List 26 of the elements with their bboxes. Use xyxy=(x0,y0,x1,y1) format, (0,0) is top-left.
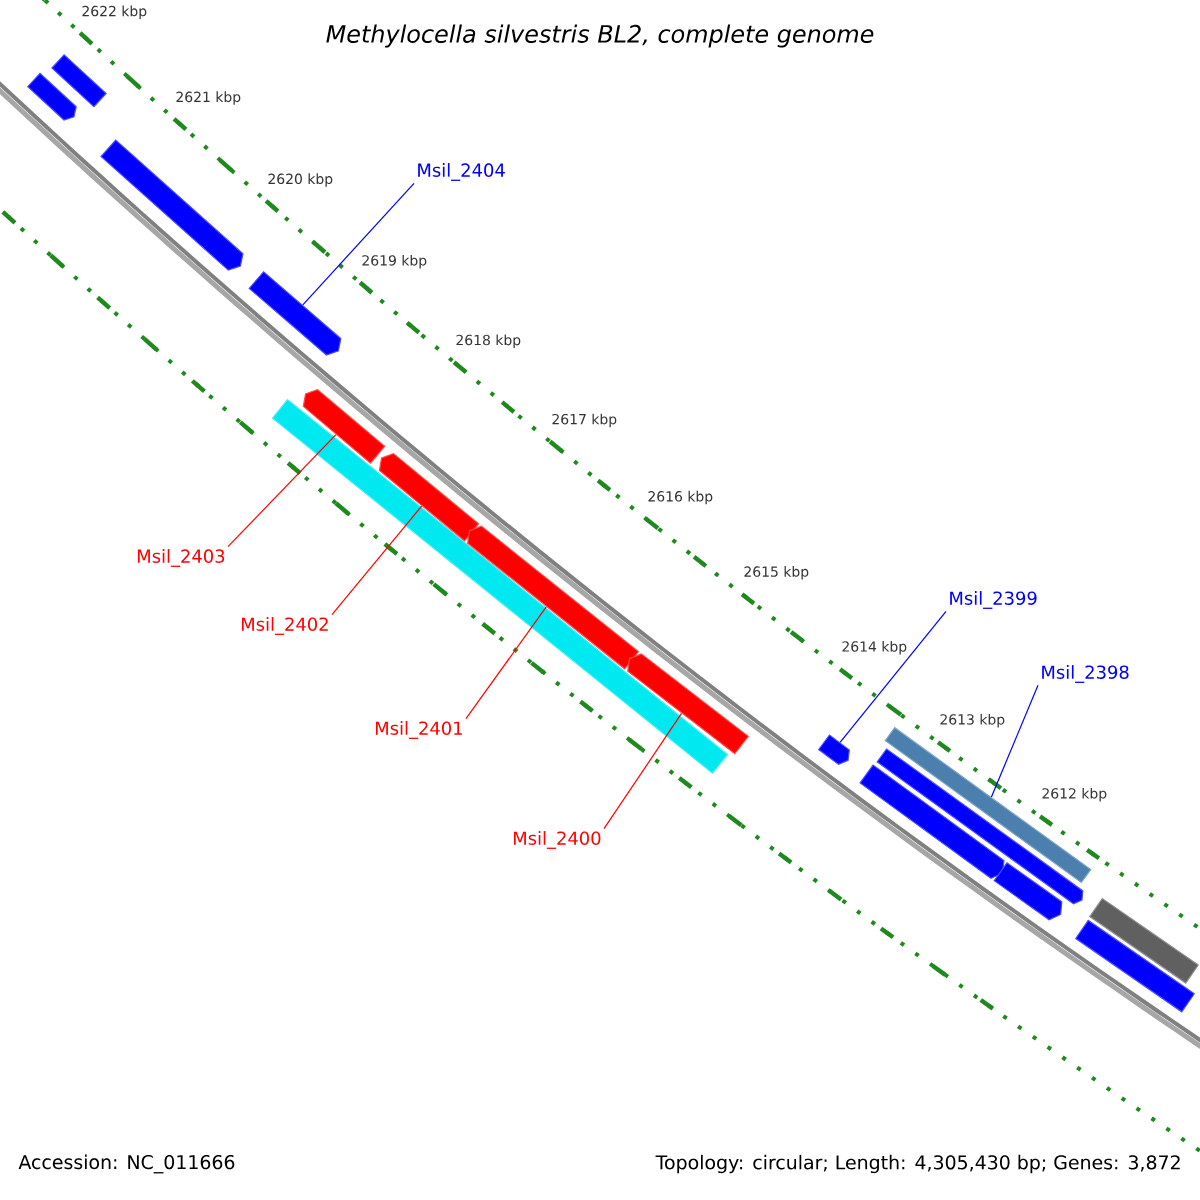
leader-line xyxy=(990,684,1039,798)
leader-line xyxy=(603,712,683,830)
gene-block xyxy=(467,525,640,670)
leader-line xyxy=(227,434,337,548)
gene-bar xyxy=(51,53,107,108)
gene-block xyxy=(100,139,244,271)
gene-block xyxy=(302,388,386,464)
footer-text: Topology: circular; Length: 4,305,430 bp; Genes: 3,872 xyxy=(655,1154,1180,1174)
leader-line xyxy=(465,606,547,720)
gene-label: Msil_2402 xyxy=(241,617,328,635)
gene-block xyxy=(26,72,77,121)
leader-line xyxy=(839,610,947,743)
gene-label: Msil_2400 xyxy=(514,831,601,849)
gene-label: Msil_2403 xyxy=(137,549,225,567)
gene-block xyxy=(248,270,342,356)
title: Methylocella silvestris BL2, complete genome xyxy=(326,24,874,48)
gene-block xyxy=(627,653,750,755)
gene-label: Msil_2401 xyxy=(375,721,462,739)
gene-block xyxy=(876,748,1084,905)
gene-label: Msil_2404 xyxy=(418,163,505,181)
gene-label: Msil_2399 xyxy=(950,591,1037,609)
leader-line xyxy=(302,182,415,306)
gene-block xyxy=(993,861,1063,921)
gene-label: Msil_2398 xyxy=(1042,665,1129,683)
footer-text: Accession: NC_011666 xyxy=(18,1154,235,1174)
leader-line xyxy=(331,505,423,616)
